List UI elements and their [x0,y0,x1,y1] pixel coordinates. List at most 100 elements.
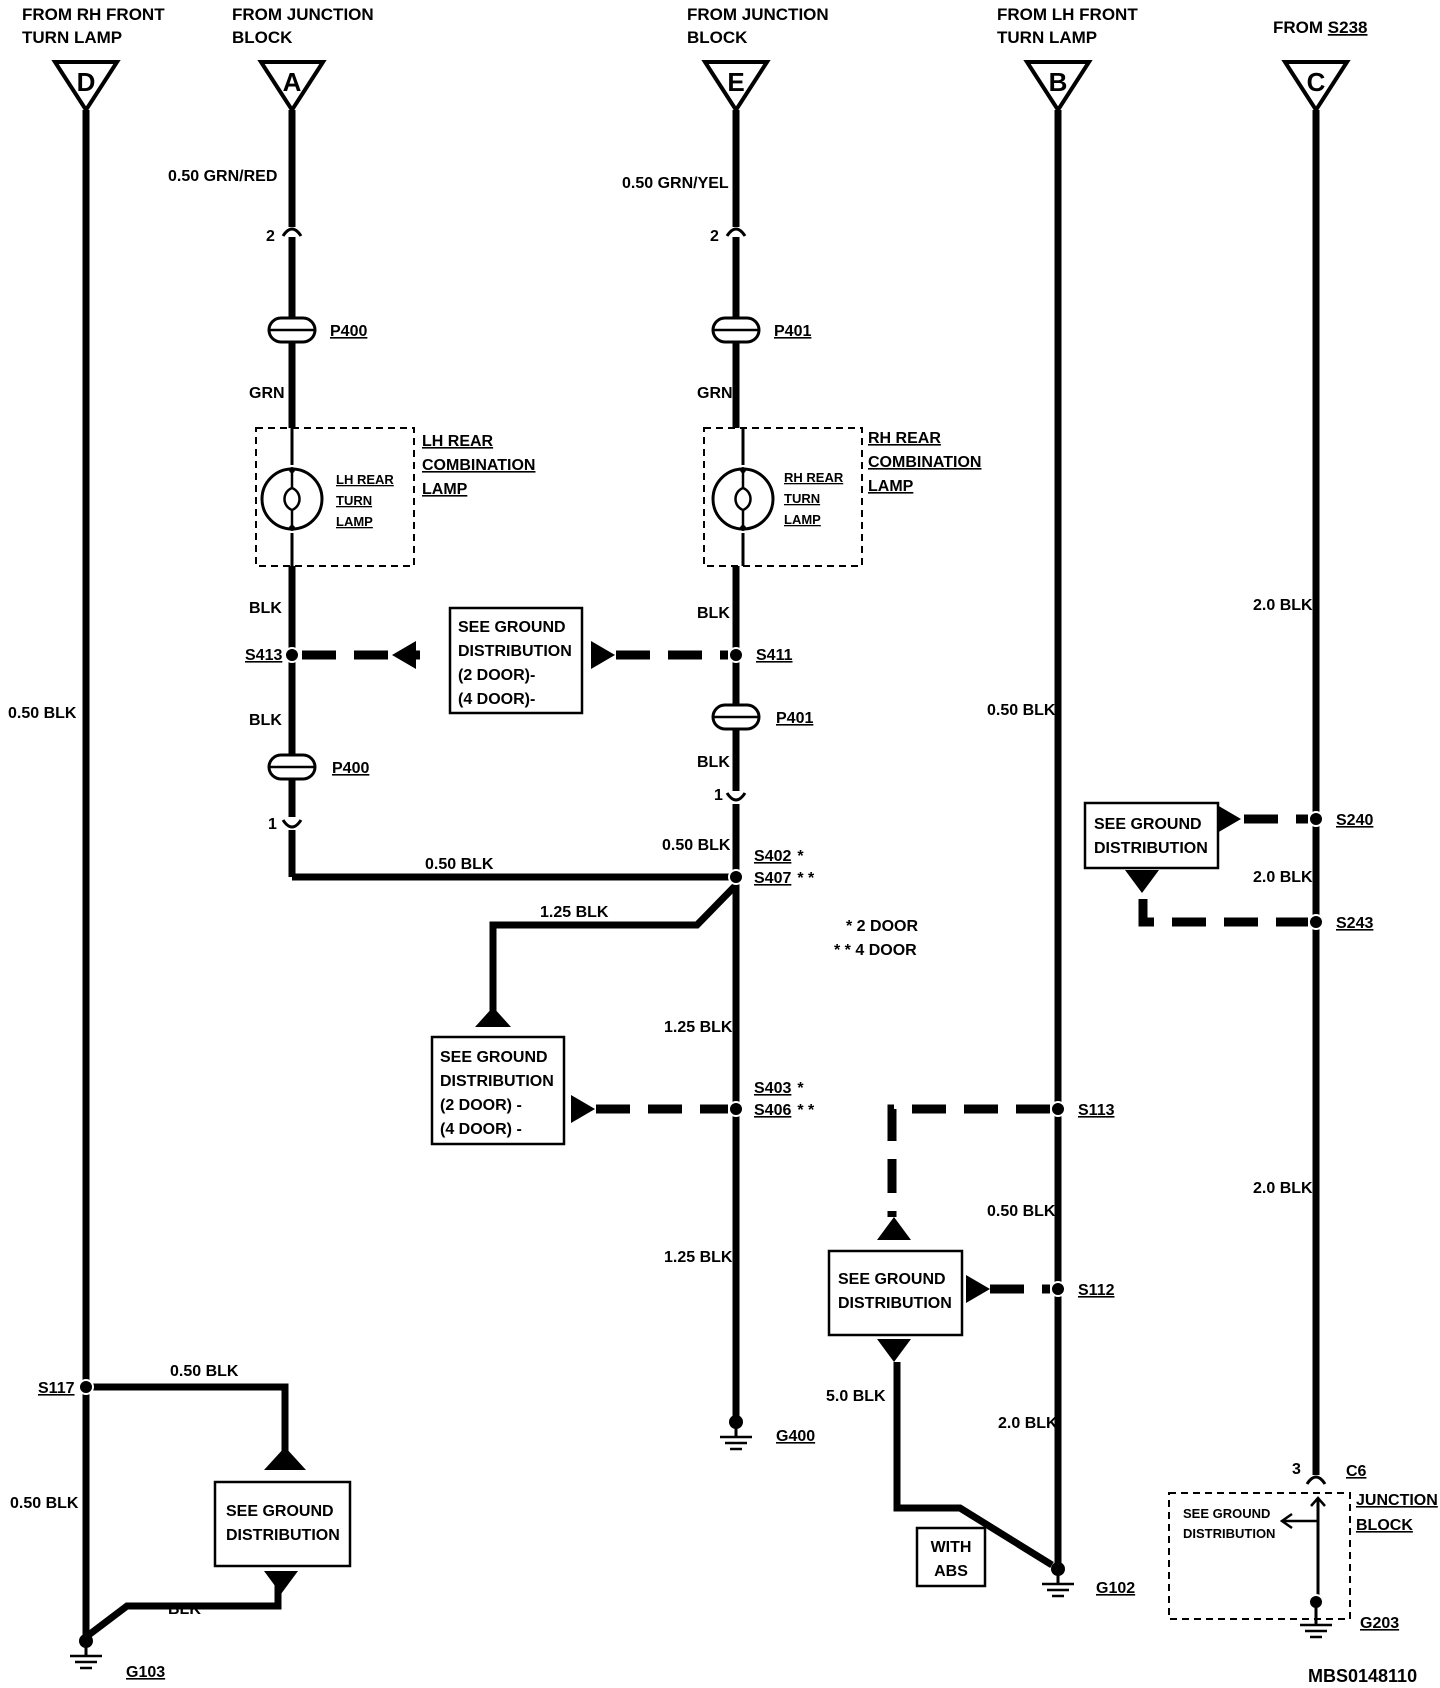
arrow-gd1-right [591,641,615,669]
label-p401-bottom: P401 [776,710,813,727]
svg-text:G400: G400 [776,1428,815,1445]
svg-text:BLK: BLK [168,1601,201,1618]
connector-a: A [257,60,327,114]
svg-text:(2 DOOR) -: (2 DOOR) - [440,1097,522,1114]
ground-g102: G102 [1040,1562,1135,1598]
ground-icon [718,1435,754,1451]
ground-distribution-box-1: SEE GROUND DISTRIBUTION (2 DOOR)- (4 DOO… [448,606,584,715]
svg-text:0.50 BLK: 0.50 BLK [662,837,731,854]
label-s411: S411 [756,647,793,664]
connector-e: E [701,60,771,114]
svg-text:LAMP: LAMP [422,481,468,498]
note-4-door: * * 4 DOOR [834,942,917,959]
header-b-line2: TURN LAMP [997,28,1097,47]
svg-text:WITH: WITH [931,1539,972,1556]
svg-text:TURN: TURN [784,491,820,506]
inline-connectors [267,316,761,781]
svg-text:A: A [283,67,302,97]
svg-text:E: E [727,67,744,97]
svg-text:RH REAR: RH REAR [784,470,844,485]
header-a-line1: FROM JUNCTION [232,5,374,24]
ground-distribution-box-3: SEE GROUND DISTRIBUTION [213,1480,352,1568]
rh-rear-combination-lamp: RH REAR TURN LAMP RH REAR COMBINATION LA… [703,427,981,567]
ground-distribution-box-5: SEE GROUND DISTRIBUTION [1083,801,1220,870]
diagram-code: MBS0148110 [1308,1666,1417,1686]
svg-text:0.50 BLK: 0.50 BLK [10,1495,79,1512]
header-d: FROM RH FRONT TURN LAMP [22,5,165,47]
pin-clips [281,227,747,829]
header-e-line1: FROM JUNCTION [687,5,829,24]
inline-connector-labels: P400 P401 P400 P401 [330,323,813,777]
svg-text:G102: G102 [1096,1580,1135,1597]
connector-d: D [51,60,121,114]
svg-text:SEE GROUND: SEE GROUND [226,1503,334,1520]
door-notes: * 2 DOOR * * 4 DOOR [834,918,918,959]
label-s243: S243 [1336,915,1373,932]
connector-b: B [1023,60,1093,114]
label-s403: S403* [754,1080,804,1097]
svg-text:(4 DOOR)-: (4 DOOR)- [458,691,535,708]
pin-a-bottom: 1 [268,816,277,833]
ground-distribution-box-4: SEE GROUND DISTRIBUTION [827,1249,964,1337]
wires-dashed [302,650,1308,1294]
label-p401-top: P401 [774,323,811,340]
svg-text:JUNCTION: JUNCTION [1356,1492,1438,1509]
svg-text:COMBINATION: COMBINATION [422,457,535,474]
svg-text:B: B [1049,67,1068,97]
svg-text:COMBINATION: COMBINATION [868,454,981,471]
label-s406: S406* * [754,1102,815,1119]
arrow-gd4-down [877,1339,911,1362]
header-c: FROM S238 [1273,18,1367,37]
svg-text:1.25 BLK: 1.25 BLK [664,1249,733,1266]
arrow-gd2-right [571,1095,595,1123]
arrow-gd5-right [1217,805,1241,833]
svg-text:DISTRIBUTION: DISTRIBUTION [1094,840,1208,857]
arrow-gd5-down [1125,870,1159,893]
pin-c6: 3 [1292,1461,1301,1478]
note-2-door: * 2 DOOR [846,918,918,935]
svg-text:0.50 GRN/RED: 0.50 GRN/RED [168,168,277,185]
splice-labels: S413 S411 S402* S407* * S403* S406* * S1… [38,647,1373,1397]
label-s113: S113 [1078,1102,1115,1119]
svg-text:BLK: BLK [697,605,730,622]
connector-c: C [1281,60,1351,114]
header-c-line: FROM S238 [1273,18,1367,37]
ground-icon [1298,1623,1334,1639]
ground-distribution-box-2: SEE GROUND DISTRIBUTION (2 DOOR) - (4 DO… [430,1035,566,1146]
ground-distribution-box-6: SEE GROUND DISTRIBUTION [1168,1475,1351,1620]
ground-icon [68,1654,104,1670]
svg-text:SEE GROUND: SEE GROUND [838,1271,946,1288]
label-s112: S112 [1078,1282,1115,1299]
wire-labels: 0.50 GRN/RED 0.50 GRN/YEL GRN GRN BLK BL… [8,168,1313,1618]
svg-text:D: D [77,67,96,97]
ground-g400: G400 [718,1415,815,1451]
label-s240: S240 [1336,812,1373,829]
header-b-line1: FROM LH FRONT [997,5,1138,24]
svg-text:BLK: BLK [249,600,282,617]
arrow-gd1-left [392,641,416,669]
svg-text:G103: G103 [126,1664,165,1681]
svg-text:SEE GROUND: SEE GROUND [440,1049,548,1066]
svg-text:LAMP: LAMP [868,478,914,495]
svg-text:DISTRIBUTION: DISTRIBUTION [440,1073,554,1090]
header-d-line1: FROM RH FRONT [22,5,165,24]
svg-text:BLK: BLK [697,754,730,771]
svg-text:SEE GROUND: SEE GROUND [1183,1506,1270,1521]
label-s402: S402* [754,848,804,865]
header-a: FROM JUNCTION BLOCK [232,5,374,47]
arrow-gd3-up [264,1447,306,1470]
svg-text:(2 DOOR)-: (2 DOOR)- [458,667,535,684]
label-p400-bottom: P400 [332,760,369,777]
ground-g103: G103 [68,1634,165,1681]
svg-text:2.0 BLK: 2.0 BLK [998,1415,1058,1432]
pin-a-top: 2 [266,228,275,245]
lh-rear-combination-lamp: LH REAR TURN LAMP LH REAR COMBINATION LA… [255,427,535,567]
svg-text:ABS: ABS [934,1563,968,1580]
svg-text:0.50 BLK: 0.50 BLK [170,1363,239,1380]
svg-text:TURN: TURN [336,493,372,508]
svg-text:SEE GROUND: SEE GROUND [458,619,566,636]
svg-text:DISTRIBUTION: DISTRIBUTION [226,1527,340,1544]
arrow-gd4-right [966,1275,990,1303]
svg-text:C: C [1307,67,1326,97]
